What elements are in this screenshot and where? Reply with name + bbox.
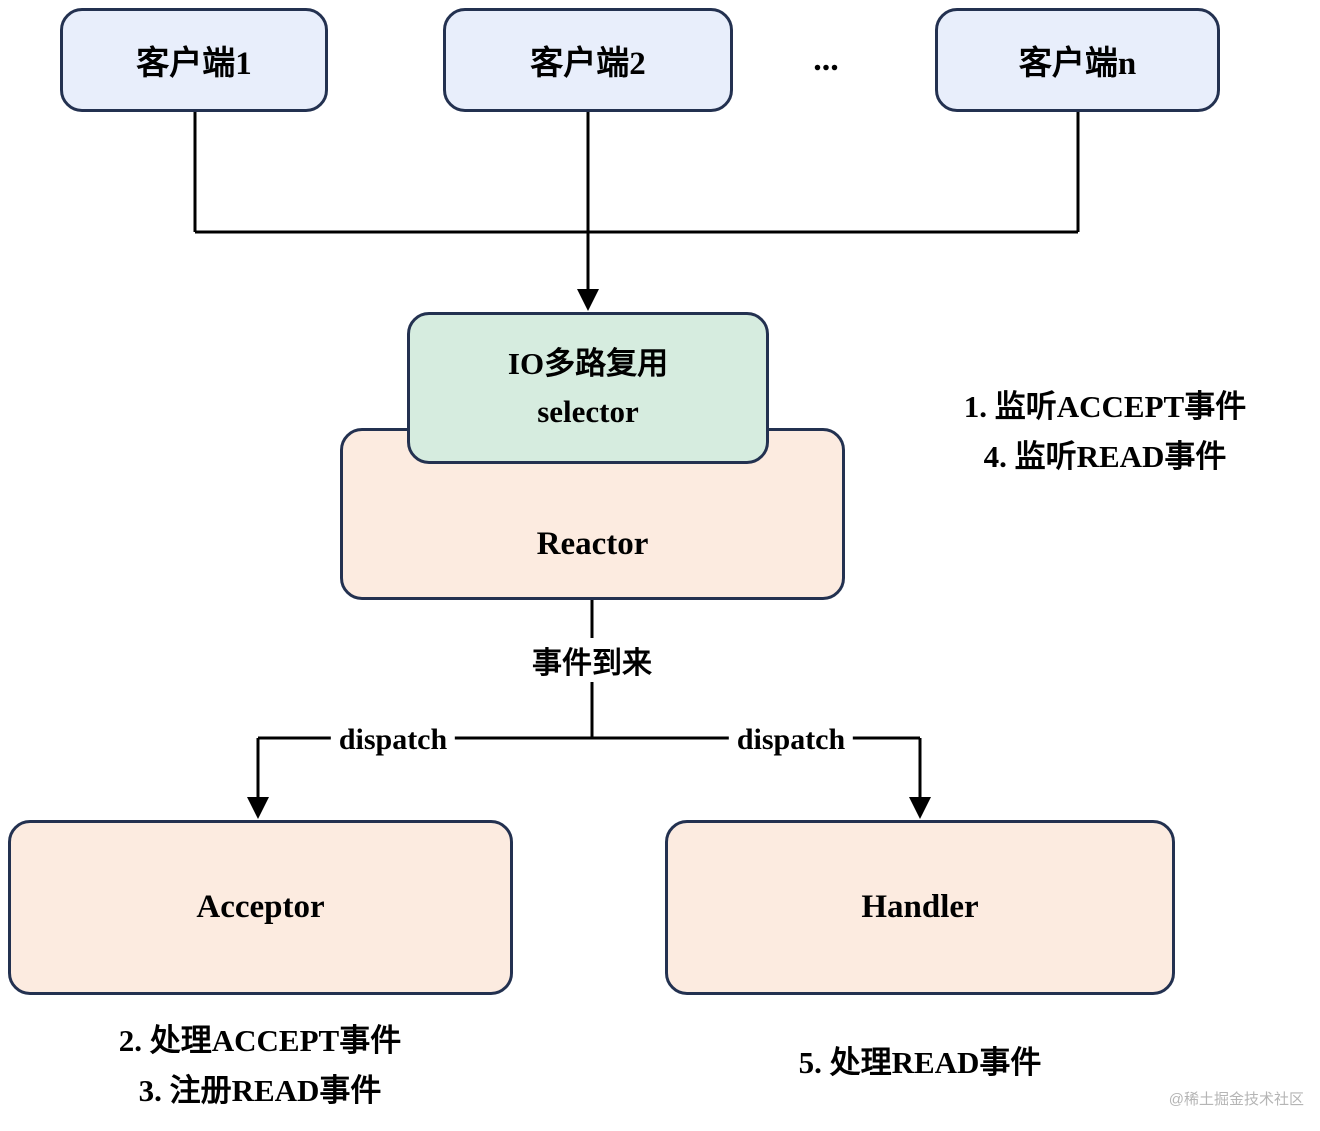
arrow-to-selector-icon	[577, 289, 599, 311]
dispatch-lines	[256, 600, 922, 800]
client-2-label: 客户端2	[530, 46, 646, 82]
acceptor-note: 2. 处理ACCEPT事件 3. 注册READ事件	[35, 1016, 485, 1115]
event-arrive-label: 事件到来	[524, 638, 660, 682]
client-n-label: 客户端n	[1018, 46, 1137, 82]
listen-read-note: 4. 监听READ事件	[983, 438, 1227, 474]
watermark: @稀土掘金技术社区	[1168, 1091, 1304, 1108]
handler-note: 5. 处理READ事件	[695, 1038, 1145, 1088]
arrow-to-acceptor-icon	[247, 797, 269, 819]
acceptor-box: Acceptor	[8, 820, 513, 995]
reactor-label: Reactor	[536, 525, 649, 562]
listen-events-note: 1. 监听ACCEPT事件 4. 监听READ事件	[905, 382, 1305, 481]
handler-box: Handler	[665, 820, 1175, 995]
dispatch-left-label: dispatch	[330, 723, 456, 757]
client-1-label: 客户端1	[136, 46, 252, 82]
acceptor-label: Acceptor	[196, 889, 325, 925]
arrow-to-handler-icon	[909, 797, 931, 819]
acceptor-note-line2: 3. 注册READ事件	[138, 1072, 382, 1108]
clients-ellipsis: ...	[813, 41, 839, 78]
handler-label: Handler	[861, 889, 979, 925]
dispatch-right-label: dispatch	[728, 723, 854, 757]
client-1-box: 客户端1	[60, 8, 328, 112]
handler-note-line1: 5. 处理READ事件	[798, 1045, 1042, 1080]
acceptor-note-line1: 2. 处理ACCEPT事件	[118, 1023, 402, 1058]
selector-label-line2: selector	[537, 394, 639, 429]
client-merge-lines	[193, 112, 1080, 292]
selector-label-line1: IO多路复用	[507, 345, 669, 381]
client-n-box: 客户端n	[935, 8, 1220, 112]
listen-accept-note: 1. 监听ACCEPT事件	[963, 389, 1247, 424]
client-2-box: 客户端2	[443, 8, 733, 112]
selector-box: IO多路复用 selector	[407, 312, 769, 464]
